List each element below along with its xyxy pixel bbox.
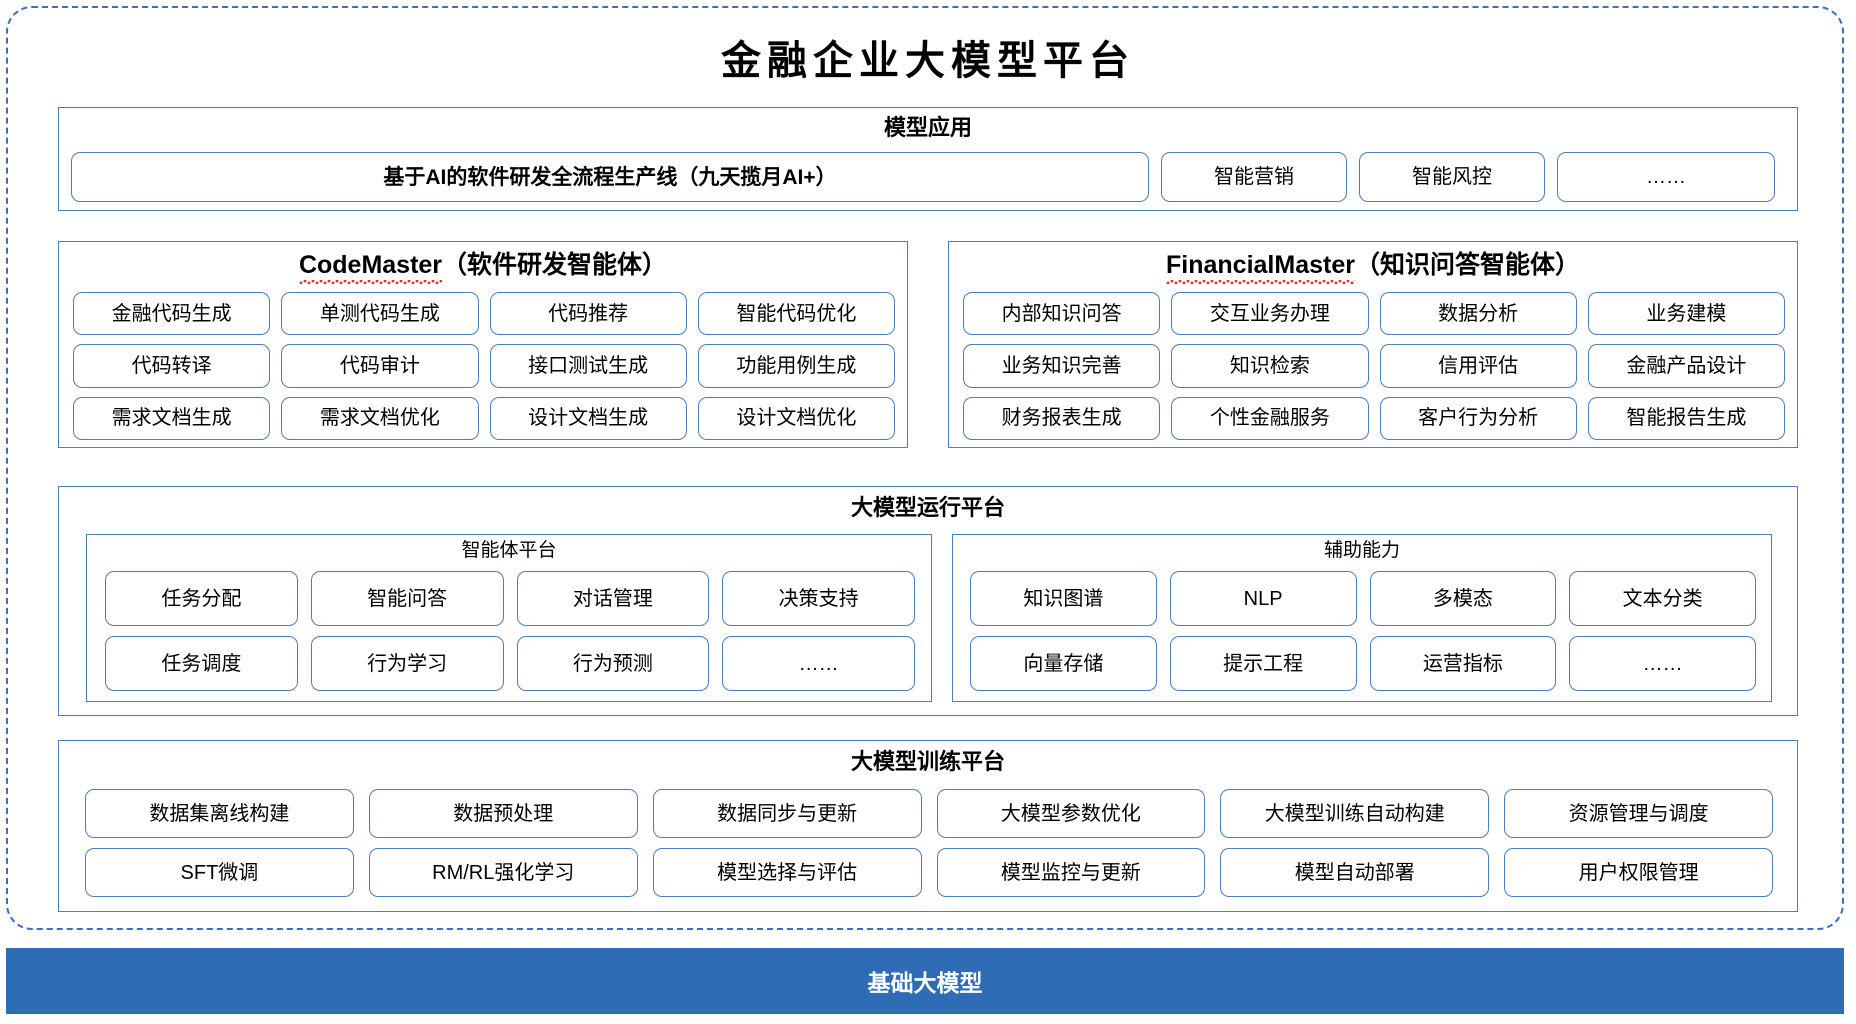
app-item-pill-1[interactable]: 智能营销 bbox=[1161, 152, 1347, 202]
financialmaster-pill-grid: 内部知识问答交互业务办理数据分析业务建模业务知识完善知识检索信用评估金融产品设计… bbox=[963, 292, 1785, 440]
training-pill-12[interactable]: 用户权限管理 bbox=[1504, 848, 1773, 897]
agent-platform-pill-8[interactable]: …… bbox=[722, 636, 915, 691]
diagram-outer-frame bbox=[6, 6, 1844, 930]
codemaster-pill-7[interactable]: 接口测试生成 bbox=[489, 344, 687, 388]
training-pill-8[interactable]: RM/RL强化学习 bbox=[368, 848, 638, 897]
auxiliary-pill-2[interactable]: NLP bbox=[1169, 571, 1357, 626]
financialmaster-pill-10[interactable]: 个性金融服务 bbox=[1171, 396, 1369, 440]
training-pill-10[interactable]: 模型监控与更新 bbox=[936, 848, 1206, 897]
foundation-model-bar: 基础大模型 bbox=[6, 948, 1844, 1014]
financialmaster-pill-11[interactable]: 客户行为分析 bbox=[1379, 396, 1577, 440]
panel-codemaster-name: CodeMaster bbox=[298, 251, 443, 284]
panel-financialmaster: FinancialMaster（知识问答智能体） 内部知识问答交互业务办理数据分… bbox=[948, 241, 1798, 448]
financialmaster-pill-7[interactable]: 信用评估 bbox=[1379, 344, 1577, 388]
app-hero-pill[interactable]: 基于AI的软件研发全流程生产线（九天揽月AI+） bbox=[71, 152, 1149, 202]
app-item-pill-3[interactable]: …… bbox=[1557, 152, 1775, 202]
training-pill-6[interactable]: 资源管理与调度 bbox=[1504, 789, 1773, 838]
subpanel-agent-platform: 智能体平台 任务分配智能问答对话管理决策支持任务调度行为学习行为预测…… bbox=[86, 534, 932, 702]
agent-platform-pill-2[interactable]: 智能问答 bbox=[310, 571, 504, 626]
model-application-row: 基于AI的软件研发全流程生产线（九天揽月AI+）智能营销智能风控…… bbox=[71, 152, 1787, 202]
codemaster-pill-8[interactable]: 功能用例生成 bbox=[697, 344, 895, 388]
panel-financialmaster-suffix: （知识问答智能体） bbox=[1354, 251, 1580, 279]
training-pill-7[interactable]: SFT微调 bbox=[85, 848, 354, 897]
layer-model-application-title: 模型应用 bbox=[883, 115, 972, 140]
codemaster-pill-6[interactable]: 代码审计 bbox=[281, 344, 479, 388]
panel-codemaster-title: CodeMaster（软件研发智能体） bbox=[59, 251, 907, 284]
foundation-model-label: 基础大模型 bbox=[867, 970, 983, 996]
agent-platform-pill-7[interactable]: 行为预测 bbox=[516, 636, 710, 691]
panel-codemaster: CodeMaster（软件研发智能体） 金融代码生成单测代码生成代码推荐智能代码… bbox=[58, 241, 908, 448]
panel-codemaster-suffix: （软件研发智能体） bbox=[442, 251, 668, 279]
auxiliary-pill-7[interactable]: 运营指标 bbox=[1369, 636, 1557, 691]
financialmaster-pill-4[interactable]: 业务建模 bbox=[1587, 292, 1785, 336]
financialmaster-pill-6[interactable]: 知识检索 bbox=[1171, 344, 1369, 388]
financialmaster-pill-12[interactable]: 智能报告生成 bbox=[1587, 396, 1785, 440]
codemaster-pill-4[interactable]: 智能代码优化 bbox=[697, 292, 895, 336]
codemaster-pill-11[interactable]: 设计文档生成 bbox=[489, 396, 687, 440]
codemaster-pill-9[interactable]: 需求文档生成 bbox=[73, 396, 271, 440]
financialmaster-pill-9[interactable]: 财务报表生成 bbox=[963, 396, 1161, 440]
auxiliary-pill-3[interactable]: 多模态 bbox=[1369, 571, 1557, 626]
codemaster-pill-3[interactable]: 代码推荐 bbox=[489, 292, 687, 336]
agent-platform-pill-5[interactable]: 任务调度 bbox=[105, 636, 298, 691]
training-pill-3[interactable]: 数据同步与更新 bbox=[652, 789, 922, 838]
agent-platform-pill-6[interactable]: 行为学习 bbox=[310, 636, 504, 691]
training-platform-pill-grid: 数据集离线构建数据预处理数据同步与更新大模型参数优化大模型训练自动构建资源管理与… bbox=[85, 789, 1773, 897]
layer-training-platform: 大模型训练平台 数据集离线构建数据预处理数据同步与更新大模型参数优化大模型训练自… bbox=[58, 740, 1798, 912]
codemaster-pill-1[interactable]: 金融代码生成 bbox=[73, 292, 271, 336]
codemaster-pill-2[interactable]: 单测代码生成 bbox=[281, 292, 479, 336]
auxiliary-pill-8[interactable]: …… bbox=[1569, 636, 1756, 691]
training-pill-5[interactable]: 大模型训练自动构建 bbox=[1220, 789, 1490, 838]
training-pill-9[interactable]: 模型选择与评估 bbox=[652, 848, 922, 897]
codemaster-pill-12[interactable]: 设计文档优化 bbox=[697, 396, 895, 440]
app-item-pill-2[interactable]: 智能风控 bbox=[1359, 152, 1545, 202]
layer-runtime-platform: 大模型运行平台 智能体平台 任务分配智能问答对话管理决策支持任务调度行为学习行为… bbox=[58, 486, 1798, 716]
financialmaster-pill-1[interactable]: 内部知识问答 bbox=[963, 292, 1161, 336]
financialmaster-pill-5[interactable]: 业务知识完善 bbox=[963, 344, 1161, 388]
auxiliary-pill-4[interactable]: 文本分类 bbox=[1569, 571, 1756, 626]
training-pill-2[interactable]: 数据预处理 bbox=[368, 789, 638, 838]
layer-training-platform-title: 大模型训练平台 bbox=[850, 749, 1005, 774]
codemaster-pill-grid: 金融代码生成单测代码生成代码推荐智能代码优化代码转译代码审计接口测试生成功能用例… bbox=[73, 292, 895, 440]
subpanel-agent-platform-title: 智能体平台 bbox=[461, 540, 557, 561]
panel-financialmaster-title: FinancialMaster（知识问答智能体） bbox=[949, 251, 1797, 284]
layer-runtime-platform-title: 大模型运行平台 bbox=[850, 495, 1005, 520]
training-pill-1[interactable]: 数据集离线构建 bbox=[85, 789, 354, 838]
agent-platform-pill-3[interactable]: 对话管理 bbox=[516, 571, 710, 626]
codemaster-pill-10[interactable]: 需求文档优化 bbox=[281, 396, 479, 440]
training-pill-4[interactable]: 大模型参数优化 bbox=[936, 789, 1206, 838]
codemaster-pill-5[interactable]: 代码转译 bbox=[73, 344, 271, 388]
auxiliary-pill-1[interactable]: 知识图谱 bbox=[970, 571, 1157, 626]
agent-platform-pill-1[interactable]: 任务分配 bbox=[105, 571, 298, 626]
training-pill-11[interactable]: 模型自动部署 bbox=[1220, 848, 1490, 897]
agent-platform-pill-4[interactable]: 决策支持 bbox=[722, 571, 915, 626]
layer-model-application: 模型应用 基于AI的软件研发全流程生产线（九天揽月AI+）智能营销智能风控…… bbox=[58, 107, 1798, 211]
financialmaster-pill-8[interactable]: 金融产品设计 bbox=[1587, 344, 1785, 388]
subpanel-auxiliary-capability-title: 辅助能力 bbox=[1323, 540, 1400, 561]
auxiliary-pill-6[interactable]: 提示工程 bbox=[1169, 636, 1357, 691]
financialmaster-pill-3[interactable]: 数据分析 bbox=[1379, 292, 1577, 336]
auxiliary-pill-5[interactable]: 向量存储 bbox=[970, 636, 1157, 691]
page-title: 金融企业大模型平台 bbox=[721, 39, 1135, 83]
panel-financialmaster-name: FinancialMaster bbox=[1166, 251, 1355, 284]
agent-platform-pill-grid: 任务分配智能问答对话管理决策支持任务调度行为学习行为预测…… bbox=[105, 571, 915, 691]
financialmaster-pill-2[interactable]: 交互业务办理 bbox=[1171, 292, 1369, 336]
